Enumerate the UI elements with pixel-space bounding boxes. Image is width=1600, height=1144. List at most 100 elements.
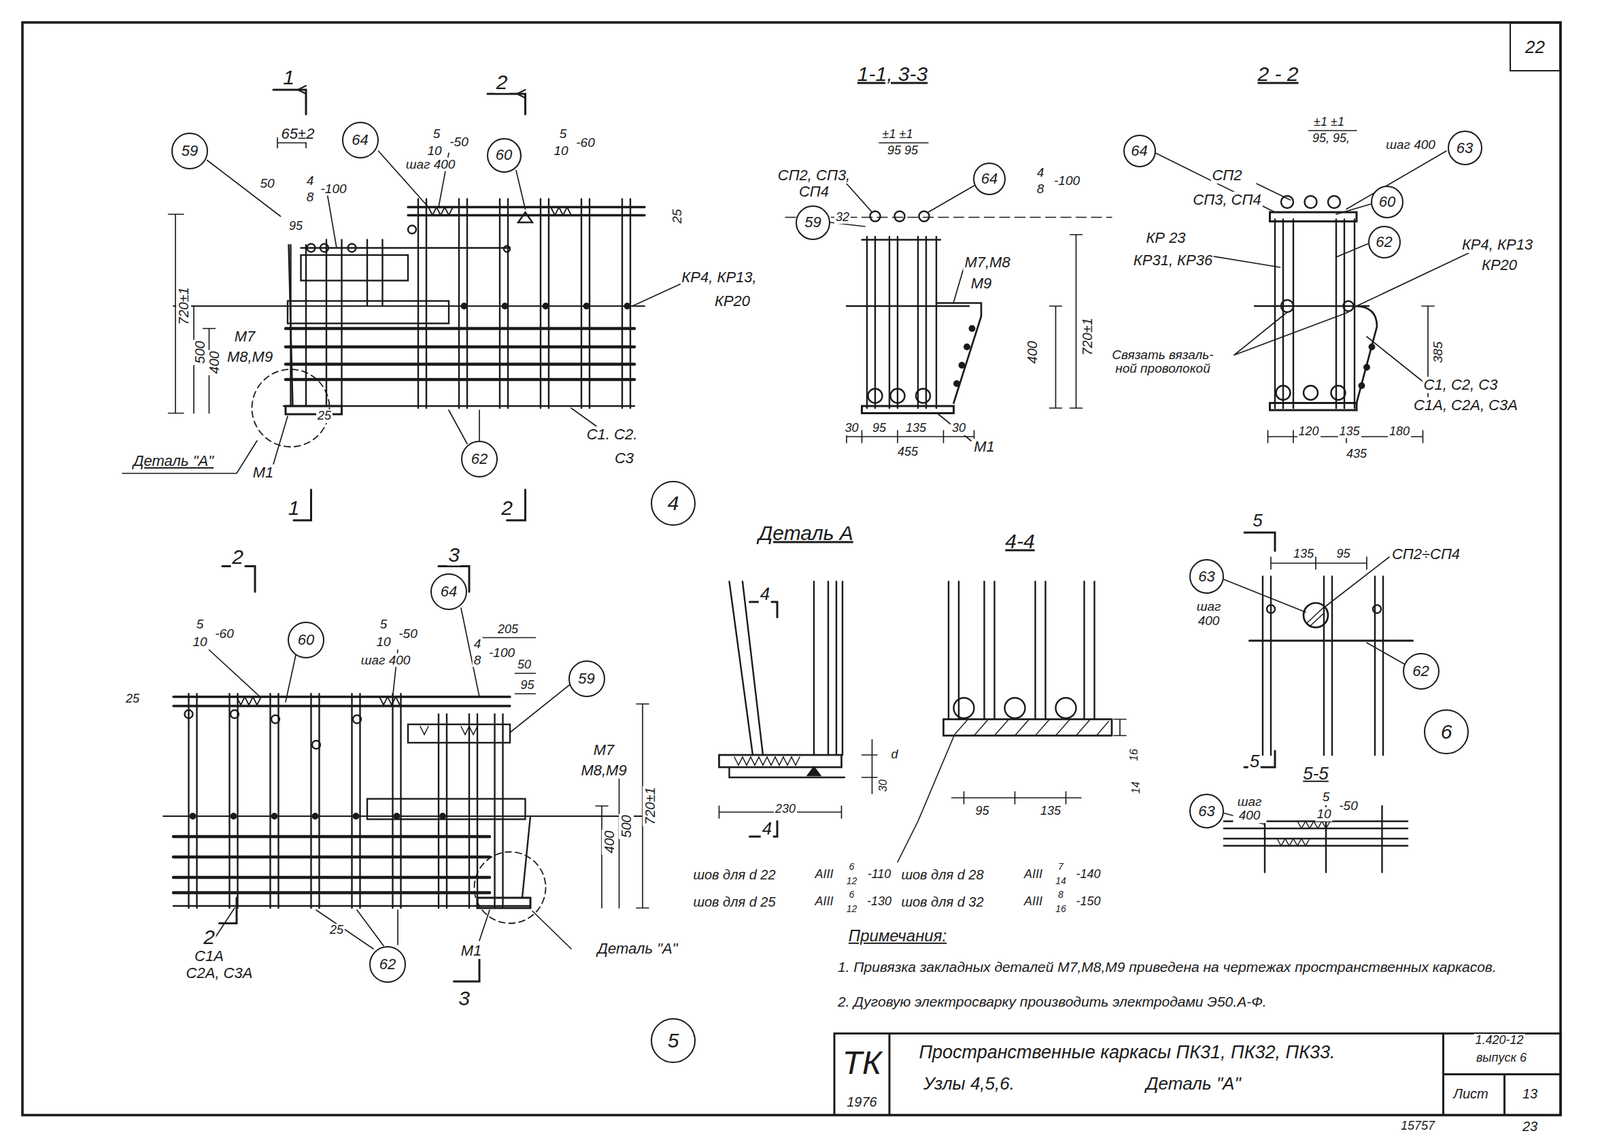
- annotation: М1: [459, 942, 484, 959]
- annotation: Деталь "А": [1144, 1073, 1242, 1094]
- annotation: 50: [516, 658, 533, 672]
- annotation: 500: [618, 813, 634, 839]
- callout-number: 64: [981, 171, 998, 187]
- annotation: выпуск 6: [1474, 1051, 1528, 1065]
- annotation: -100: [487, 645, 517, 661]
- annotation: 6: [847, 861, 857, 872]
- annotation: 5: [1251, 510, 1264, 531]
- annotation: шаг 400: [359, 652, 413, 668]
- annotation: 2: [230, 544, 245, 568]
- annotation: 2. Дуговую электросварку производить эле…: [836, 993, 1513, 1010]
- annotation: КР4, КР13: [1460, 236, 1535, 253]
- annotation: 400: [1024, 339, 1040, 365]
- annotation: Лист: [1451, 1085, 1490, 1101]
- annotation: Узлы 4,5,6.: [922, 1073, 1016, 1094]
- callout-number: 60: [1379, 194, 1396, 210]
- annotation: -60: [213, 626, 235, 641]
- sheet-number-box: 22: [1509, 22, 1561, 72]
- annotation: М1: [251, 463, 276, 481]
- callout-number: 6: [1440, 721, 1453, 742]
- annotation: СП4: [797, 183, 831, 200]
- annotation: Деталь А: [756, 521, 855, 544]
- annotation: 5: [1248, 751, 1261, 772]
- annotation: 95: [1334, 547, 1352, 561]
- callout-circle: 63: [1447, 130, 1483, 166]
- callout-number: 60: [297, 632, 315, 648]
- annotation: 13: [1521, 1085, 1539, 1101]
- annotation: 455: [896, 445, 920, 459]
- callout-circle: 59: [795, 205, 831, 241]
- annotation: 1: [286, 495, 302, 519]
- annotation: С2А, С3А: [184, 964, 255, 982]
- annotation: 95 95: [886, 144, 920, 158]
- annotation: ±1 ±1: [1312, 115, 1346, 130]
- annotation: 135: [904, 421, 928, 436]
- annotation: ТК: [841, 1045, 884, 1082]
- annotation: 95: [518, 678, 536, 693]
- annotation: 25: [124, 692, 141, 706]
- callout-number: 60: [495, 147, 513, 163]
- annotation: 135: [1291, 547, 1316, 561]
- annotation: КР20: [713, 292, 752, 309]
- callout-number: 62: [1375, 234, 1392, 250]
- annotation: 95: [287, 219, 304, 234]
- annotation: шаг 400: [404, 157, 457, 172]
- sheet-number: 22: [1525, 38, 1545, 56]
- annotation: 8: [1056, 889, 1065, 900]
- callout-circle: 62: [1402, 652, 1440, 690]
- callout-circle: 63: [1189, 793, 1224, 829]
- callout-number: 59: [181, 143, 198, 159]
- annotation: 25: [328, 923, 345, 938]
- annotation: АIII: [813, 867, 835, 882]
- annotation: 400: [601, 828, 617, 855]
- annotation: 50: [258, 176, 276, 192]
- annotation: 95: [973, 804, 991, 819]
- annotation: СП2, СП3,: [776, 167, 852, 184]
- annotation: Деталь "А": [596, 940, 680, 957]
- annotation: Примечания:: [847, 926, 948, 944]
- annotation: 5: [378, 617, 389, 632]
- annotation: 12: [845, 903, 859, 914]
- annotation: 120: [1296, 424, 1320, 439]
- annotation: М7: [592, 741, 617, 758]
- drawing-title: Пространственные каркасы ПК31, ПК32, ПК3…: [917, 1042, 1337, 1063]
- annotation: -50: [448, 134, 470, 149]
- annotation: d: [889, 747, 899, 762]
- callout-circle: 5: [650, 1017, 696, 1063]
- callout-circle: 59: [171, 132, 209, 170]
- annotation: 385: [1431, 339, 1446, 365]
- annotation: 1: [281, 65, 296, 88]
- annotation: М9: [969, 275, 994, 292]
- annotation: -130: [865, 894, 893, 909]
- annotation: 16: [1053, 903, 1068, 914]
- annotation: 3: [456, 986, 472, 1010]
- annotation: 10: [552, 144, 570, 159]
- annotation: 4: [1035, 165, 1046, 180]
- annotation: 16: [1128, 747, 1141, 763]
- callout-circle: 6: [1423, 709, 1469, 755]
- callout-circle: 64: [342, 121, 379, 159]
- annotation: 400: [206, 349, 222, 375]
- annotation: 3: [446, 542, 462, 566]
- callout-number: 59: [577, 671, 595, 687]
- callout-number: 62: [379, 956, 396, 972]
- annotation: -60: [574, 135, 596, 151]
- annotation: С1, С2, С3: [1422, 376, 1500, 393]
- annotation: 30: [877, 777, 890, 793]
- annotation: 15757: [1399, 1119, 1437, 1133]
- annotation: 25: [670, 207, 685, 225]
- annotation: 4-4: [1003, 529, 1036, 553]
- callout-number: 64: [1130, 143, 1148, 159]
- callout-circle: 59: [568, 660, 606, 697]
- callout-number: 64: [440, 584, 457, 600]
- annotation: 4: [305, 173, 316, 188]
- annotation: шаг 400: [1232, 794, 1267, 824]
- callout-number: 63: [1198, 569, 1215, 585]
- callout-circle: 63: [1189, 558, 1224, 594]
- annotation: -50: [397, 626, 419, 641]
- callout-number: 5: [667, 1030, 680, 1051]
- annotation: КР20: [1480, 257, 1519, 274]
- annotation: С3: [613, 449, 636, 466]
- annotation: СП2: [1210, 167, 1244, 184]
- annotation: АIII: [1022, 894, 1044, 909]
